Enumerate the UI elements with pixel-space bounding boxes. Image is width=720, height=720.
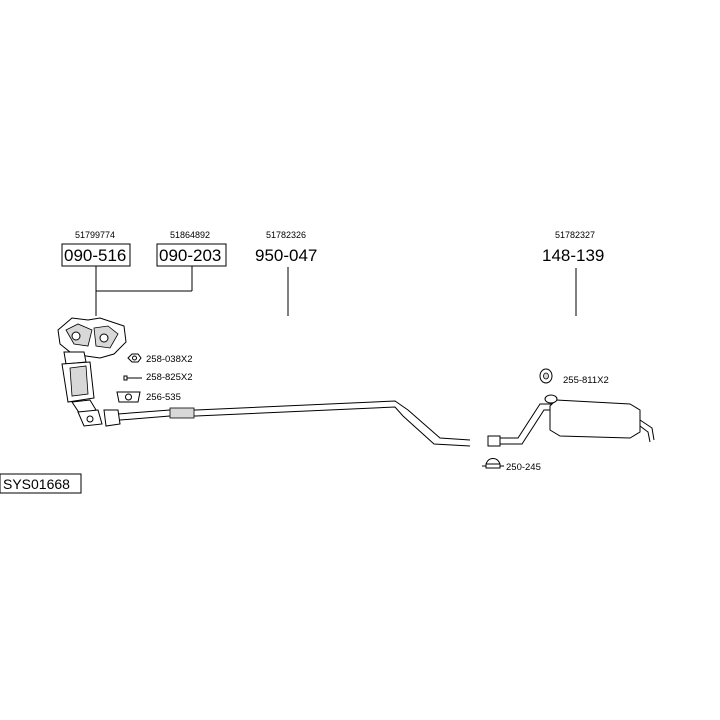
accessory-258-038X2[interactable]: 258-038X2: [146, 354, 192, 365]
oem-number-51799774: 51799774: [75, 230, 115, 240]
system-code: SYS01668: [3, 476, 70, 492]
system-code-box: [0, 473, 82, 494]
accessory-255-811X2[interactable]: 255-811X2: [563, 375, 609, 386]
rubber-hanger-icon: [539, 368, 553, 384]
manifold-catalyst-drawing: [57, 317, 127, 427]
oem-number-51782326: 51782326: [266, 230, 306, 240]
part-code-090-516[interactable]: 090-516: [64, 246, 126, 265]
front-pipe-drawing: [103, 400, 471, 447]
accessory-256-535[interactable]: 256-535: [146, 392, 181, 403]
accessory-258-825X2[interactable]: 258-825X2: [146, 372, 192, 383]
part-code-950-047[interactable]: 950-047: [255, 246, 317, 265]
oem-number-51782327: 51782327: [555, 230, 595, 240]
clamp-icon: [482, 458, 504, 469]
leader-lines: [95, 266, 577, 316]
oem-number-51864892: 51864892: [170, 230, 210, 240]
gasket-icon: [116, 391, 141, 403]
rear-muffler-drawing: [487, 394, 655, 447]
part-code-148-139[interactable]: 148-139: [542, 246, 604, 265]
accessory-250-245[interactable]: 250-245: [506, 462, 541, 473]
part-code-090-203[interactable]: 090-203: [159, 246, 221, 265]
nut-icon: [127, 353, 142, 363]
bolt-icon: [123, 375, 142, 381]
flex-joint: [169, 407, 195, 419]
